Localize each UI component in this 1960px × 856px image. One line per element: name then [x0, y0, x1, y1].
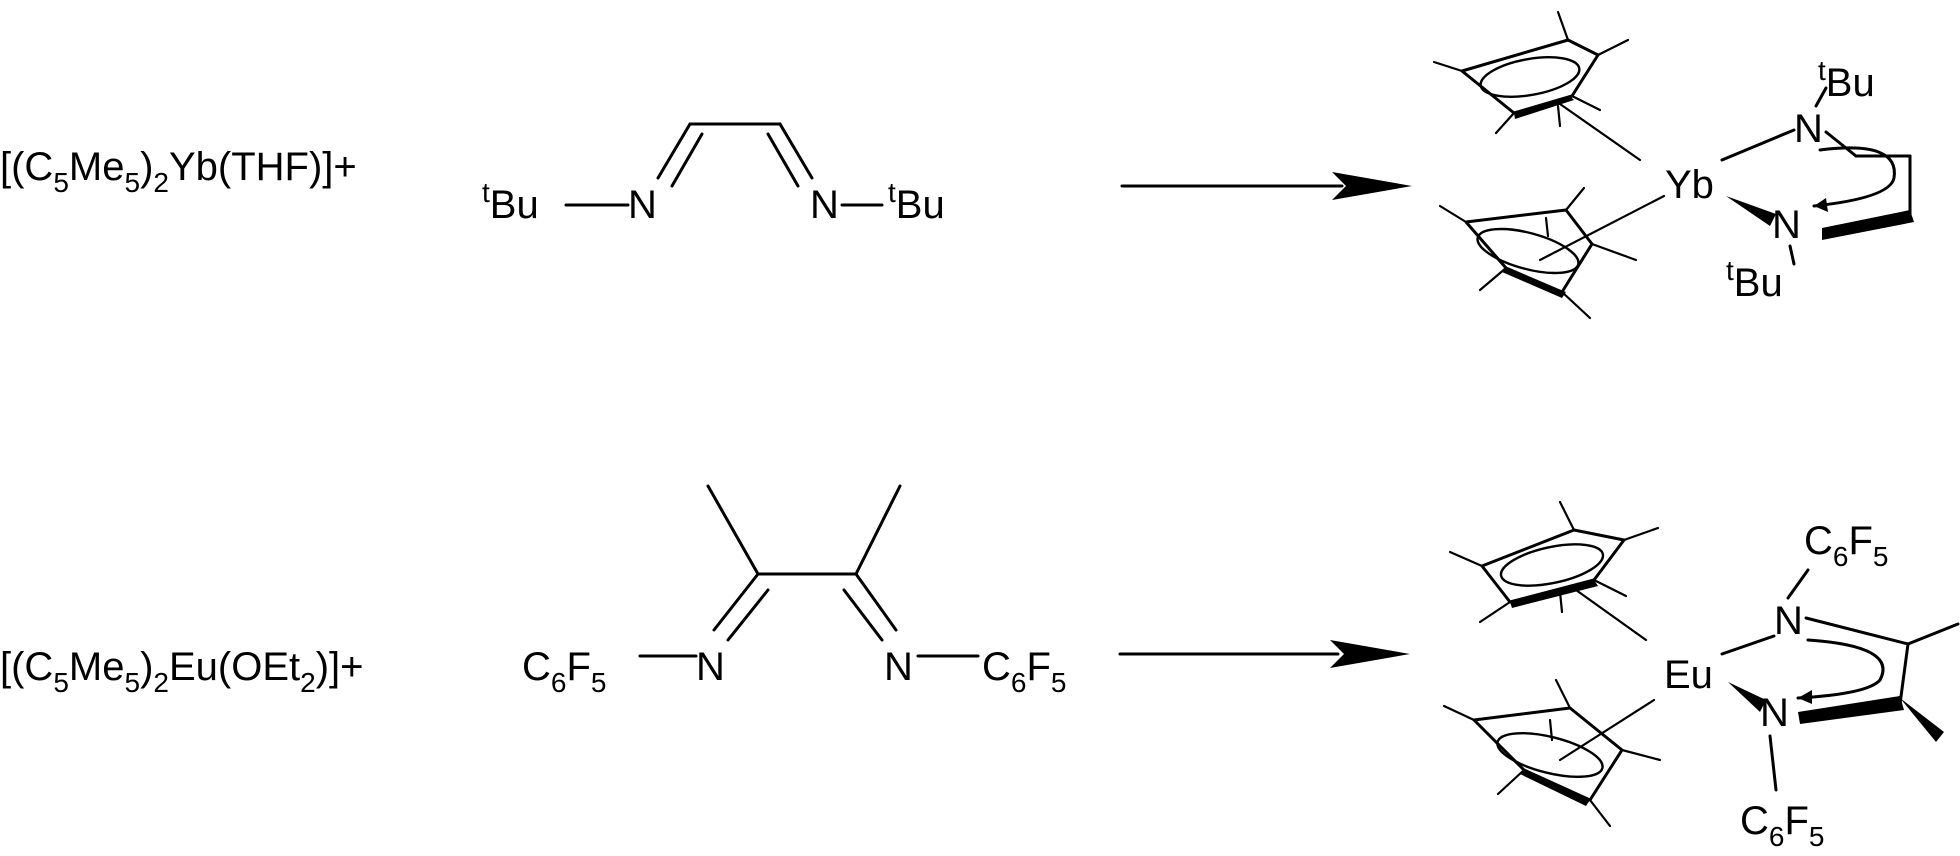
reaction-2: [(C5Me5)2Eu(OEt2)]+ C6F5 N N C6F5	[0, 484, 1960, 852]
backbone-n-c-top	[1824, 130, 1858, 158]
wedge-eu-n-bottom	[1728, 682, 1766, 712]
ligand-1-right-substituent: tBu	[888, 177, 945, 227]
arc-arrow-head-2	[1798, 690, 1812, 704]
backbone-wedge-bottom	[1822, 210, 1914, 240]
backbone-methyl-bottom	[1900, 698, 1944, 742]
reactant-2-formula: [(C5Me5)2Eu(OEt2)]+	[0, 645, 364, 698]
reaction-arrow-2	[1118, 640, 1410, 668]
bond-c-n-right	[778, 122, 814, 180]
reaction-1: [(C5Me5)2Yb(THF)]+ tBu N N tBu	[0, 10, 1914, 320]
product-2-n-bottom: N	[1760, 691, 1789, 735]
ligand-2-right-substituent: C6F5	[982, 645, 1066, 698]
product-1-n-top: N	[1794, 107, 1823, 151]
backbone-n-c-top	[1804, 616, 1910, 646]
diazadiene-ligand-2: C6F5 N N C6F5	[522, 484, 1066, 698]
bond-n-tbu-top	[1814, 86, 1828, 108]
chelate-delocalization-arc-2	[1796, 638, 1885, 700]
reactant-1-formula: [(C5Me5)2Yb(THF)]+	[0, 145, 357, 198]
ligand-1-n-right: N	[810, 183, 839, 227]
product-2-substituent-top: C6F5	[1804, 519, 1888, 572]
product-2-substituent-bottom: C6F5	[1740, 799, 1824, 852]
bond-n-tbu-bottom	[1788, 244, 1796, 266]
cp-star-ring-upper	[1432, 10, 1642, 162]
ligand-1-left-substituent: tBu	[482, 177, 539, 227]
bond-n-c-left-double	[670, 132, 704, 188]
bond-yb-n-top	[1720, 128, 1796, 162]
reaction-arrow-1	[1120, 172, 1412, 200]
product-1-yb-complex: Yb N N tBu tBu	[1432, 10, 1914, 320]
chelate-delocalization-arc	[1812, 146, 1896, 208]
bond-methyl-right	[854, 484, 902, 576]
ligand-2-left-substituent: C6F5	[522, 645, 606, 698]
backbone-methyl-top	[1906, 622, 1960, 646]
ligand-2-n-right: N	[884, 645, 913, 689]
backbone-wedge-bottom	[1798, 696, 1904, 724]
bond-c-n-right-double	[842, 588, 884, 642]
ligand-1-n-left: N	[628, 183, 657, 227]
cp-star-ring-upper-2	[1448, 500, 1660, 642]
bond-eu-n-top	[1720, 634, 1776, 656]
product-2-n-top: N	[1774, 599, 1803, 643]
product-2-eu-complex: Eu N N C6F5 C6F5	[1442, 500, 1960, 852]
bond-n-c-left-double	[726, 588, 770, 642]
cp-star-ring-lower-2	[1442, 678, 1662, 828]
product-1-n-bottom: N	[1772, 203, 1801, 247]
cp-star-ring-lower	[1438, 186, 1666, 320]
backbone-c-c	[1898, 642, 1910, 706]
wedge-yb-n-bottom	[1726, 196, 1776, 226]
product-2-metal: Eu	[1664, 653, 1713, 697]
bond-c-n-right-double	[766, 132, 800, 188]
bond-n-c-left	[656, 122, 692, 180]
bond-n-c6f5-top	[1786, 568, 1810, 600]
bond-n-c-left	[712, 572, 760, 632]
product-1-metal: Yb	[1665, 163, 1714, 207]
diazadiene-ligand-1: tBu N N tBu	[482, 122, 945, 227]
arc-arrow-head	[1814, 198, 1828, 212]
bond-n-c6f5-bottom	[1768, 734, 1778, 792]
ligand-2-n-left: N	[696, 645, 725, 689]
bond-c-n-right	[854, 572, 898, 632]
product-1-substituent-bottom: tBu	[1726, 255, 1783, 305]
product-1-substituent-top: tBu	[1818, 55, 1875, 105]
bond-methyl-left	[706, 484, 760, 576]
